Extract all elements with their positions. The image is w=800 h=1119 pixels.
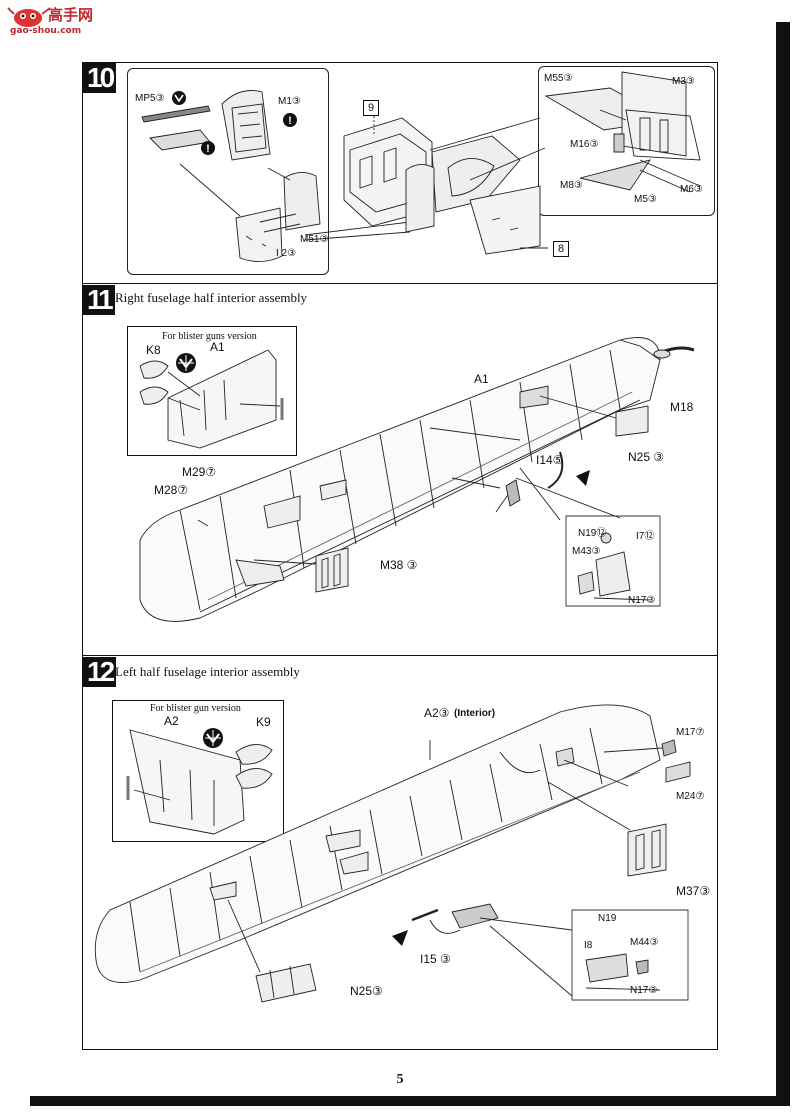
label-i15: I15 ③: [420, 952, 451, 966]
label-k8: K8: [146, 343, 161, 357]
step-12-icons: [203, 728, 408, 946]
step-11-section: [82, 284, 718, 656]
svg-text:!: !: [206, 143, 210, 155]
label-n25: N25③: [350, 984, 383, 998]
label-i8: I8: [584, 940, 593, 951]
label-i14: I14⑤: [536, 453, 564, 467]
logo-url[interactable]: gao-shou.com: [10, 26, 82, 36]
label-m51: M51③: [300, 234, 329, 245]
site-logo: [6, 4, 76, 38]
sub-assembly-9-box: 9: [363, 100, 379, 116]
step-12-drawing: [94, 704, 691, 1003]
logo-text: 高手网: [48, 6, 94, 24]
label-m24: M24⑦: [676, 791, 705, 802]
step-10-caution-icons: ! !: [172, 91, 297, 155]
label-m38: M38 ③: [380, 558, 418, 572]
label-m44: M44③: [630, 937, 659, 948]
label-m6: M6③: [680, 184, 703, 195]
label-a2-note: (Interior): [454, 708, 496, 719]
label-m37: M37③: [676, 884, 711, 898]
svg-text:!: !: [288, 115, 292, 127]
step-10-section: [82, 62, 718, 284]
label-m18: M18: [670, 400, 694, 414]
label-a1: A1: [474, 372, 489, 386]
inset-caption: For blister guns version: [162, 331, 257, 342]
page-border-bottom: [30, 1096, 790, 1106]
inset-caption: For blister gun version: [150, 703, 241, 714]
page-border-right: [776, 22, 790, 1102]
label-m5: M5③: [634, 194, 657, 205]
label-m1: M1③: [278, 96, 301, 107]
step-11-drawing: [139, 337, 695, 622]
label-n17: N17③: [628, 595, 656, 606]
instruction-frame: [82, 62, 718, 1050]
label-m8: M8③: [560, 180, 583, 191]
step-title: Right fuselage half interior assembly: [115, 290, 308, 305]
label-mp5: MP5③: [135, 93, 165, 104]
label-i7: I7⑫: [636, 531, 655, 542]
step-10-drawing: ! !: [141, 71, 701, 262]
label-m16: M16③: [570, 139, 599, 150]
label-m28: M28⑦: [154, 483, 189, 497]
sub-assembly-8-box: 8: [553, 241, 569, 257]
label-n17: N17③: [630, 985, 658, 996]
label-m17: M17⑦: [676, 727, 705, 738]
label-n19: N19: [598, 913, 617, 924]
step-number: 10: [83, 63, 117, 93]
step-number: 12: [83, 657, 117, 687]
label-m43: M43③: [572, 546, 601, 557]
label-a1-inset: A1: [210, 340, 225, 354]
label-m29: M29⑦: [182, 465, 217, 479]
label-a2: A2③: [424, 706, 450, 720]
logo-mascot-icon: [7, 7, 51, 27]
label-n19: N19⑫: [578, 528, 607, 539]
label-a2-inset: A2: [164, 714, 179, 728]
label-k9: K9: [256, 715, 271, 729]
step-11-icons: [176, 353, 590, 486]
step-title: Left half fuselage interior assembly: [115, 664, 300, 679]
label-i2: I 2③: [276, 248, 297, 259]
label-m3: M3③: [672, 76, 695, 87]
label-m55: M55③: [544, 73, 573, 84]
step-number: 11: [83, 285, 115, 315]
page-number: 5: [396, 1072, 404, 1087]
label-n25: N25 ③: [628, 450, 665, 464]
